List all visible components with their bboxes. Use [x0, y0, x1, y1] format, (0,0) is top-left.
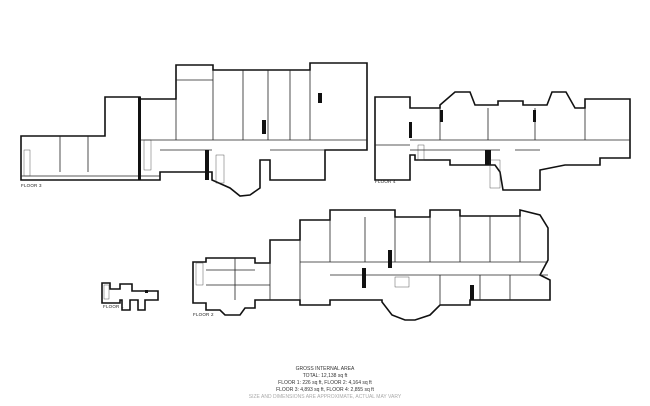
- floor-3-label: FLOOR 3: [21, 183, 42, 188]
- floor-4-plan: [374, 91, 631, 191]
- floor-2-plan: [192, 208, 551, 321]
- floor-1-plan: [101, 282, 159, 311]
- floor-4-label: FLOOR 4: [375, 179, 396, 184]
- floor-3-plan: [20, 62, 368, 197]
- summary-disclaimer: SIZE AND DIMENSIONS ARE APPROXIMATE, ACT…: [248, 394, 402, 400]
- floor-2-label: FLOOR 2: [193, 312, 214, 317]
- area-summary: GROSS INTERNAL AREA TOTAL: 12,138 sq ft …: [225, 366, 425, 401]
- summary-heading: GROSS INTERNAL AREA: [295, 366, 355, 372]
- summary-floors-1-2: FLOOR 1: 226 sq ft, FLOOR 2: 4,164 sq ft: [278, 380, 372, 386]
- summary-floors-3-4: FLOOR 3: 4,893 sq ft, FLOOR 4: 2,855 sq …: [276, 387, 374, 393]
- summary-total: TOTAL: 12,138 sq ft: [302, 373, 348, 379]
- floor-1-label: FLOOR 1: [103, 304, 124, 309]
